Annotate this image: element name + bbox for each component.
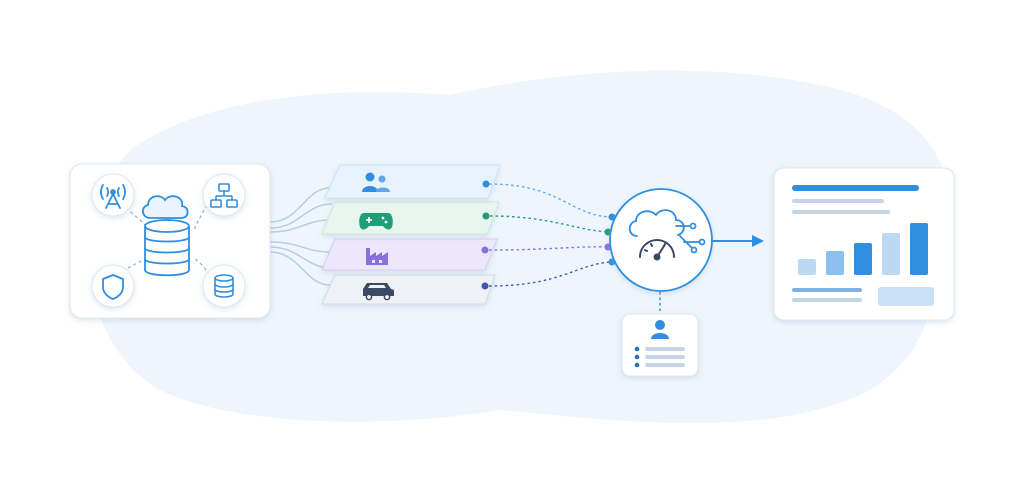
layer-stack bbox=[321, 164, 501, 305]
layer-game-dot bbox=[482, 212, 490, 220]
layer-factory-dot bbox=[481, 246, 489, 254]
source-panel bbox=[69, 163, 271, 319]
panel-footer-line bbox=[792, 298, 862, 302]
gamepad-icon bbox=[359, 213, 393, 230]
antenna-icon bbox=[91, 173, 135, 217]
user-icon bbox=[651, 320, 669, 339]
brain-cloud-icon bbox=[628, 209, 706, 254]
bar-4 bbox=[882, 233, 900, 275]
speedometer-icon bbox=[639, 239, 675, 261]
layer-people bbox=[324, 164, 501, 199]
panel-footer-block bbox=[878, 287, 934, 306]
database-icon bbox=[144, 219, 190, 277]
panel-footer-line bbox=[792, 288, 862, 292]
bar-2 bbox=[826, 251, 844, 275]
factory-icon bbox=[366, 248, 388, 265]
source-connectors bbox=[269, 187, 333, 286]
shield-icon bbox=[91, 264, 135, 308]
layer-to-hub-connectors bbox=[488, 183, 611, 287]
output-panel bbox=[773, 167, 955, 321]
bar-5 bbox=[910, 223, 928, 275]
list-icon bbox=[634, 346, 685, 368]
layer-game bbox=[321, 201, 500, 235]
profile-card bbox=[621, 313, 699, 377]
panel-title-bar bbox=[792, 185, 919, 191]
panel-text-line bbox=[792, 199, 884, 203]
network-icon bbox=[202, 173, 246, 217]
cloud-icon bbox=[142, 195, 189, 219]
processing-hub bbox=[609, 188, 713, 292]
car-icon bbox=[363, 283, 394, 301]
layer-car bbox=[321, 274, 496, 305]
bar-1 bbox=[798, 259, 816, 275]
bar-chart-icon bbox=[798, 223, 928, 275]
layer-car-dot bbox=[481, 282, 489, 290]
storage-icon bbox=[202, 264, 246, 308]
panel-text-line bbox=[792, 210, 890, 214]
layer-people-dot bbox=[482, 180, 490, 188]
bar-3 bbox=[854, 243, 872, 275]
people-icon bbox=[362, 172, 390, 192]
background-blob bbox=[90, 70, 949, 424]
layer-factory bbox=[321, 238, 498, 271]
